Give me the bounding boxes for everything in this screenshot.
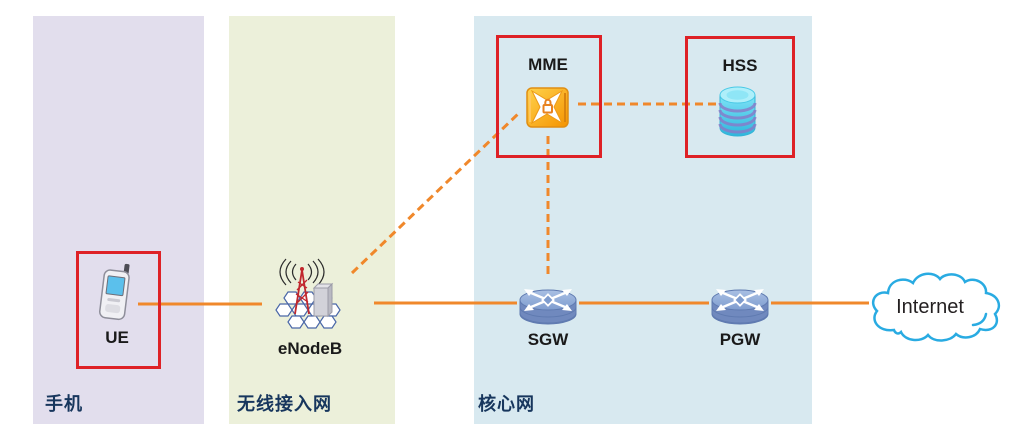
ue-label: UE <box>105 328 129 347</box>
mobile-phone-icon <box>99 263 130 321</box>
cloud-shape <box>871 272 1001 342</box>
zone-ran-label: 无线接入网 <box>237 394 332 414</box>
hss-highlight-box <box>685 36 795 158</box>
router-icon <box>519 289 577 325</box>
zone-core-band <box>474 16 812 424</box>
zone-phone-label: 手机 <box>45 394 83 414</box>
router-icon <box>711 289 769 325</box>
mme-highlight-box <box>496 35 602 158</box>
hss-label: HSS <box>722 56 758 75</box>
internet-label: Internet <box>896 296 964 318</box>
sgw-label: SGW <box>527 330 569 349</box>
ue-highlight-box <box>76 251 161 369</box>
pgw-label: PGW <box>719 330 761 349</box>
mme-label: MME <box>528 55 568 74</box>
zone-ran-band <box>229 16 395 424</box>
cell-tower-icon <box>275 258 341 329</box>
cube-lock-icon <box>526 87 569 128</box>
zone-core-label: 核心网 <box>478 394 535 414</box>
enodeb-label: eNodeB <box>277 339 343 358</box>
database-cylinder-icon <box>718 86 757 137</box>
zone-phone-band <box>33 16 204 424</box>
